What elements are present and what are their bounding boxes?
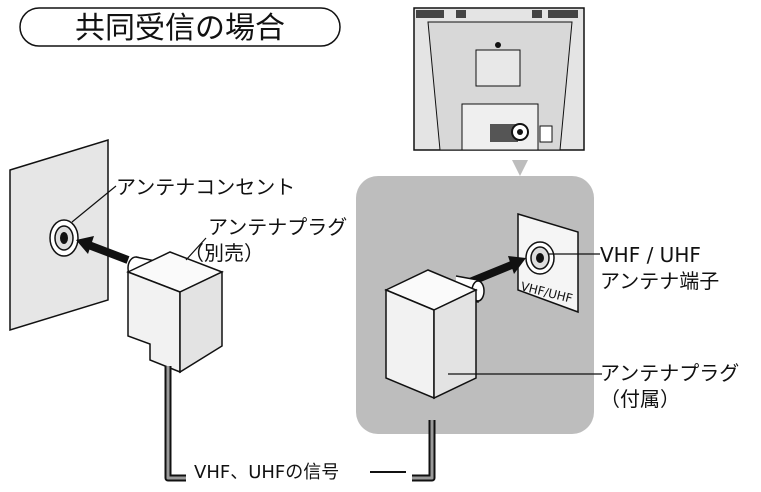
outlet-label: アンテナコンセント [116, 175, 295, 199]
insert-arrow-right [468, 256, 526, 286]
terminal-label-line2: アンテナ端子 [600, 269, 719, 293]
leader-outlet [71, 185, 117, 223]
antenna-plug-included [384, 269, 485, 400]
plug-sold-label-line2: （別売） [184, 241, 264, 265]
title-badge: 共同受信の場合 [19, 7, 341, 47]
tv-rear-view [413, 7, 585, 176]
plug-included-label-line1: アンテナプラグ [600, 361, 739, 385]
antenna-plug-sold-separately [126, 251, 224, 374]
wall-outlet-plate [9, 138, 109, 332]
cable-signal-label-group: VHF、UHFの信号 [186, 456, 412, 486]
page-title: 共同受信の場合 [75, 11, 285, 46]
insert-arrow-left [76, 236, 130, 264]
leader-plug-sold [185, 237, 207, 261]
plug-sold-label-line1: アンテナプラグ [208, 215, 347, 239]
antenna-terminal-panel: VHF/UHF [517, 212, 579, 314]
cable-signal-label: VHF、UHFの信号 [194, 462, 339, 483]
terminal-label-line1: VHF / UHF [600, 243, 701, 267]
plug-included-label-line2: （付属） [600, 387, 680, 411]
